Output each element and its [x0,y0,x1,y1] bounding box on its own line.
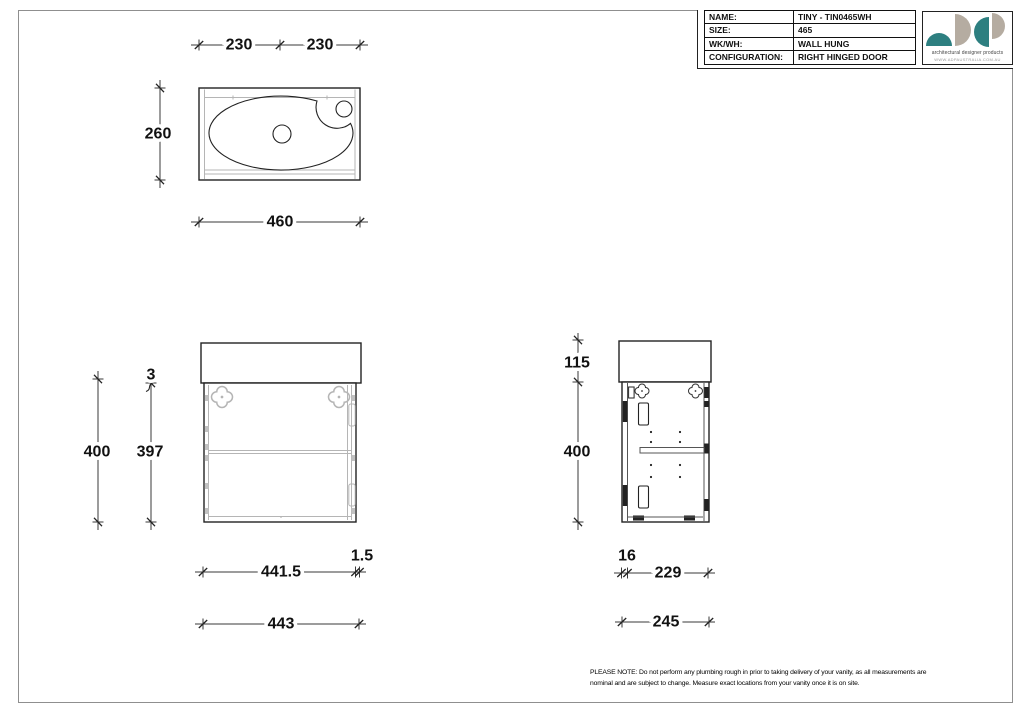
carcass-fittings [204,395,356,514]
dim-label: 3 [147,367,156,384]
dim-side-depth: 245 [615,610,715,634]
field-mount-value: WALL HUNG [793,37,915,50]
logo-website: www.adpaustralia.com.au [934,57,1001,62]
basin-bowl-oval [208,95,354,171]
dim-front-door-height: 3 397 [133,363,167,530]
table-row: CONFIGURATION: RIGHT HINGED DOOR [705,50,915,64]
dim-label: 397 [137,444,164,461]
side-view: 115 400 16 229 245 [560,333,715,634]
dim-top-width: 460 [191,210,368,234]
logo-shape-a [926,33,952,46]
dim-top-halves: 230 230 [191,33,368,57]
basin-outline [198,87,361,181]
hinge-body [637,402,650,426]
shelf-side [639,447,705,454]
dim-label: 230 [307,37,334,54]
sheet-border [18,10,1013,703]
hinge-body [637,485,650,509]
dim-label: 443 [268,616,295,633]
logo-shape-p-bowl [974,17,989,47]
benchtop-front [200,342,362,384]
table-row: SIZE: 465 [705,24,915,38]
table-row: NAME: TINY - TIN0465WH [705,11,915,25]
adp-logo: architectural designer products www.adpa… [922,11,1013,65]
field-size-label: SIZE: [709,25,731,36]
dim-side-heights: 115 400 [560,333,594,530]
dim-side-inner-depth: 16 229 [614,544,715,585]
dim-label: 400 [84,444,111,461]
logo-shape-d-bowl [955,14,971,46]
field-name-label: NAME: [709,12,737,23]
dim-label: 230 [226,37,253,54]
field-configuration-label: CONFIGURATION: [709,52,783,63]
table-row: WK/WH: WALL HUNG [705,37,915,51]
title-block: NAME: TINY - TIN0465WH SIZE: 465 WK/WH: … [697,10,1013,69]
hinge-arm [348,403,356,427]
dim-label: 16 [618,548,636,565]
dim-label: 245 [653,614,680,631]
dim-front-width: 443 [195,612,366,636]
side-fittings [622,386,709,521]
dim-label: 1.5 [351,548,373,565]
dim-top-depth: 260 [141,80,175,188]
dim-label: 115 [564,355,590,372]
dim-front-height: 400 [80,371,114,530]
drain-hole [272,124,292,144]
dim-label: 441.5 [261,564,301,581]
top-view: 230 230 260 460 [141,33,368,234]
title-block-table: NAME: TINY - TIN0465WH SIZE: 465 WK/WH: … [704,10,916,65]
hinge-arm [348,483,356,507]
dim-label: 460 [267,214,294,231]
dim-front-door-width: 441.5 1.5 [195,544,377,584]
plumbing-note: PLEASE NOTE: Do not perform any plumbing… [590,669,927,687]
cabinet-front [203,382,357,523]
front-view: 400 3 397 441.5 1.5 443 [80,342,377,636]
field-size-value: 465 [793,24,915,37]
field-mount-label: WK/WH: [709,38,743,49]
tap-hole [335,100,353,118]
dim-label: 260 [145,126,172,143]
field-configuration-value: RIGHT HINGED DOOR [793,50,915,64]
logo-shape-p-stem [992,13,1005,39]
benchtop-side [618,340,712,383]
logo-tagline: architectural designer products [931,50,1004,56]
field-name-value: TINY - TIN0465WH [793,11,915,24]
dim-label: 229 [655,565,682,582]
dim-label: 400 [564,444,591,461]
adp-logo-icon [926,13,1005,47]
shelf-pin-holes [649,430,682,479]
bottom-mark [280,516,282,518]
